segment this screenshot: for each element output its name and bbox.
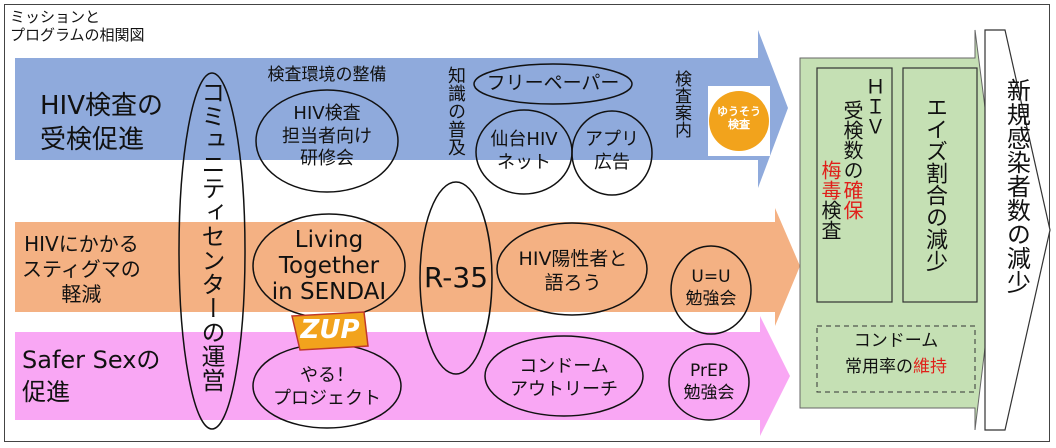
hiv-test-col2b: 確保 <box>840 180 864 220</box>
zup-logo-text: ZUP <box>300 315 360 345</box>
row-label-stigma: HIVにかかる スティグマの 軽減 <box>22 232 141 306</box>
aids-label: エイズ割合の減少 <box>922 96 947 272</box>
hiv-test-box <box>816 67 893 303</box>
free-paper-ellipse <box>473 63 633 105</box>
hiv-row-arrow <box>15 30 788 188</box>
final-label: 新規感染者数の減少 <box>1002 78 1031 294</box>
diagram-frame <box>4 4 1050 442</box>
condom-label: コンドーム <box>853 331 939 351</box>
hiv-test-col2: 受検数の確保 <box>840 100 864 220</box>
safer-row-arrow <box>15 316 790 436</box>
app-ad-ellipse <box>571 110 653 196</box>
condom-outreach-ellipse <box>484 335 644 417</box>
condom-box <box>816 325 976 393</box>
aids-box <box>902 67 978 303</box>
free-paper-label: フリーペーパー <box>486 72 620 94</box>
training-label: HIV検査 担当者向け 研修会 <box>282 103 372 169</box>
prep-label: PrEP 勉強会 <box>683 361 735 404</box>
sendai-net-label: 仙台HIV ネット <box>490 129 558 174</box>
positive-talk-label: HIV陽性者と 語ろう <box>518 248 628 294</box>
positive-talk-ellipse <box>496 222 648 316</box>
knowledge-label: 知識の普及 <box>445 66 466 156</box>
condom-outreach-label: コンドーム アウトリーチ <box>510 356 618 401</box>
app-ad-label: アプリ 広告 <box>585 129 639 174</box>
final-arrow <box>984 29 1051 431</box>
r35-label: R-35 <box>423 261 489 294</box>
r35-ellipse <box>419 181 493 375</box>
training-ellipse <box>255 89 399 193</box>
test-guide-label: 検査案内 <box>671 70 691 138</box>
condom-rate-b: 維持 <box>913 357 947 377</box>
community-center-ellipse <box>178 72 246 430</box>
stigma-row-arrow <box>15 208 800 326</box>
yuusou-logo <box>709 91 769 151</box>
diagram-title: ミッションと プログラムの相関図 <box>10 8 145 44</box>
prep-ellipse <box>668 343 750 421</box>
condom-rate: 常用率の維持 <box>818 357 974 378</box>
hiv-test-col3b: 検査 <box>818 200 842 240</box>
zup-logo-shape <box>291 311 369 351</box>
yuusou-logo-text: ゆうそう 検査 <box>717 105 761 131</box>
uu-label: U=U 勉強会 <box>685 267 737 310</box>
community-center-label: コミュニティセンターの運営 <box>197 80 225 392</box>
yaru-label: やる！ プロジェクト <box>273 365 381 410</box>
hiv-test-col3a: 梅毒 <box>818 160 842 200</box>
row-label-safer: Safer Sexの 促進 <box>22 346 161 407</box>
env-label: 検査環境の整備 <box>267 65 387 85</box>
hiv-test-col1: ＨＩＶ <box>862 76 886 136</box>
living-label: Living Together in SENDAI <box>271 227 387 305</box>
row-label-hiv: HIV検査の 受検促進 <box>40 91 164 155</box>
hiv-test-col3: 梅毒検査 <box>818 160 842 240</box>
condom-rate-a: 常用率の <box>845 357 913 377</box>
hiv-test-col2a: 受検数の <box>840 100 864 180</box>
uu-ellipse <box>670 245 752 335</box>
